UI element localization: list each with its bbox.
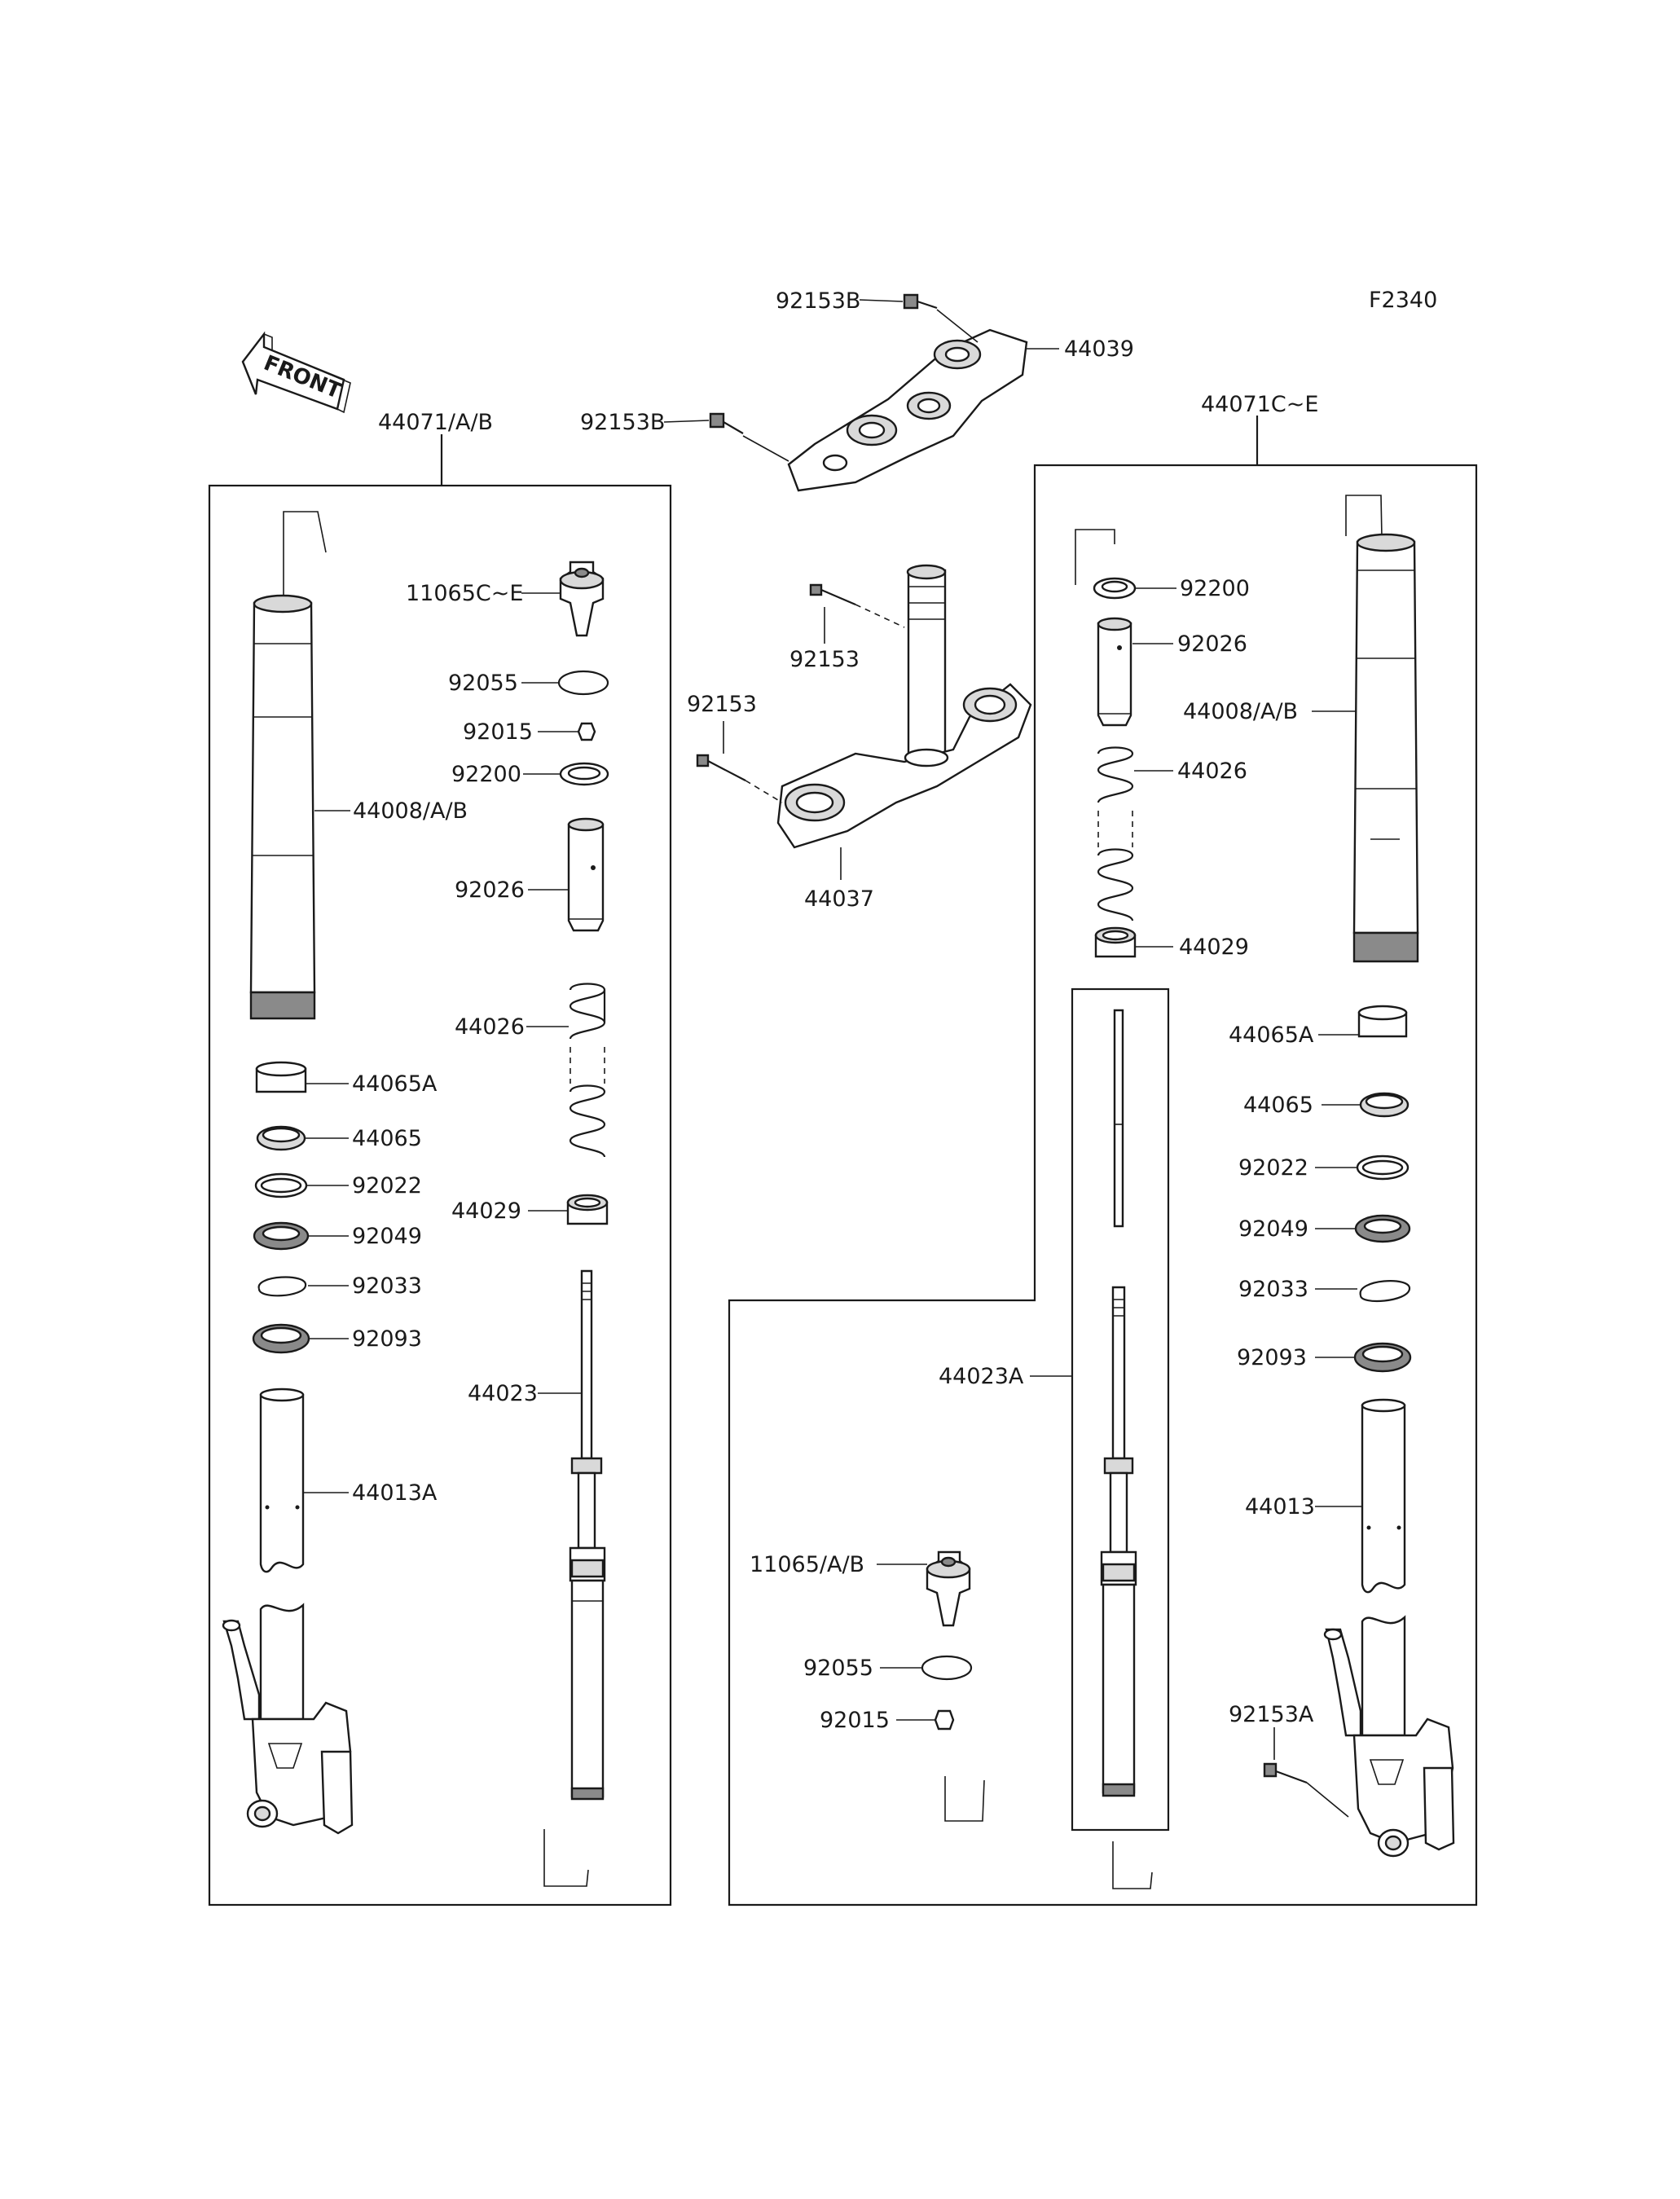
label-92153-left: 92153 (687, 692, 757, 717)
right-axle-bolt-92153a (1263, 1727, 1349, 1818)
label-l-11065: 11065C~E (406, 581, 523, 606)
left-oil-seal-92049 (253, 1221, 349, 1251)
label-r-44013: 44013 (1245, 1494, 1315, 1520)
label-l-44065: 44065 (352, 1126, 422, 1151)
right-cap-bolt-11065 (877, 1550, 971, 1627)
right-oil-seal-92049 (1315, 1214, 1411, 1243)
bolt-92153b-top (903, 293, 938, 310)
right-spring-44026 (1097, 746, 1173, 921)
left-bushing-44065 (256, 1125, 349, 1151)
right-nut-92015 (896, 1709, 985, 1822)
label-l-44065a: 44065A (352, 1071, 438, 1097)
right-spacer-92026 (1097, 617, 1173, 727)
label-r-44026: 44026 (1177, 759, 1247, 784)
bolt-92153b-left (709, 412, 744, 434)
label-r-92055: 92055 (803, 1656, 873, 1681)
left-oring-92055 (521, 670, 609, 696)
label-r-92022: 92022 (1238, 1155, 1308, 1181)
label-r-11065: 11065/A/B (750, 1552, 864, 1577)
label-l-92055: 92055 (448, 671, 518, 696)
left-bottom-case (222, 1603, 354, 1835)
left-fork-assembly-frame: 44071/A/B (208, 410, 672, 1907)
right-inner-tube-44013 (1315, 1398, 1406, 1594)
label-r-44008: 44008/A/B (1183, 699, 1298, 724)
right-washer-92022 (1315, 1154, 1410, 1181)
label-r-92033: 92033 (1238, 1277, 1308, 1302)
right-circlip-92033 (1315, 1280, 1411, 1303)
right-damper-rod-44023a (1030, 987, 1170, 1889)
front-direction-arrow: FRONT (241, 331, 351, 414)
right-washer-92200 (1075, 529, 1176, 600)
left-bushing-44065a (255, 1061, 349, 1093)
label-r-44023a: 44023A (939, 1364, 1024, 1389)
label-l-92022: 92022 (352, 1173, 422, 1198)
label-l-44023: 44023 (468, 1381, 538, 1406)
label-l-44013a: 44013A (352, 1480, 438, 1506)
bolt-92153-left (696, 754, 783, 803)
left-spring-44026 (526, 983, 606, 1158)
left-washer-92022 (254, 1172, 349, 1198)
label-r-92049: 92049 (1238, 1216, 1308, 1242)
label-l-92049: 92049 (352, 1224, 422, 1249)
label-r-92093: 92093 (1237, 1345, 1307, 1370)
right-dust-seal-92093 (1315, 1342, 1412, 1373)
right-outer-tube-44008 (1312, 495, 1419, 963)
left-dust-seal-92093 (252, 1323, 349, 1354)
label-44039: 44039 (1064, 336, 1134, 362)
steering-stem-44037 (776, 564, 1032, 849)
left-nut-92015 (538, 722, 596, 741)
label-r-44065a: 44065A (1229, 1023, 1314, 1048)
label-l-44029: 44029 (451, 1198, 521, 1224)
right-bottom-case (1323, 1615, 1455, 1858)
left-spacer-92026 (528, 817, 605, 932)
label-l-44026: 44026 (455, 1014, 525, 1040)
figure-code: F2340 (1369, 288, 1437, 313)
bolt-92153-upper (809, 583, 905, 628)
right-fork-assembly-label: 44071C~E (1201, 392, 1318, 417)
label-r-92153a: 92153A (1229, 1702, 1314, 1727)
left-spring-guide-44029 (528, 1194, 609, 1225)
right-spring-guide-44029 (1094, 926, 1173, 958)
label-r-44029: 44029 (1179, 935, 1249, 960)
right-fork-assembly-frame: 44071C~E (728, 392, 1478, 1907)
label-r-44065: 44065 (1243, 1093, 1313, 1118)
left-cap-bolt-11065 (521, 561, 605, 637)
top-bracket-44039 (787, 328, 1028, 492)
label-44037: 44037 (804, 886, 874, 912)
right-bushing-44065 (1322, 1092, 1410, 1118)
label-l-92033: 92033 (352, 1273, 422, 1299)
label-r-92200: 92200 (1180, 576, 1250, 601)
left-circlip-92033 (257, 1276, 349, 1297)
label-l-44008: 44008/A/B (353, 798, 468, 824)
left-washer-92200 (523, 762, 609, 786)
label-92153b-left: 92153B (580, 410, 665, 435)
label-l-92026: 92026 (455, 877, 525, 903)
left-outer-tube-44008 (249, 511, 350, 1020)
left-inner-tube-44013a (259, 1388, 349, 1573)
label-l-92093: 92093 (352, 1326, 422, 1352)
label-r-92026: 92026 (1177, 631, 1247, 657)
right-oring-92055 (880, 1655, 973, 1681)
label-r-92015: 92015 (820, 1708, 890, 1733)
label-92153b-top: 92153B (776, 288, 860, 314)
label-l-92015: 92015 (463, 719, 533, 745)
right-bushing-44065a (1318, 1005, 1408, 1038)
label-92153-upper: 92153 (789, 647, 860, 672)
left-damper-rod-44023 (538, 1269, 606, 1887)
left-fork-assembly-label: 44071/A/B (378, 410, 493, 435)
label-l-92200: 92200 (451, 762, 521, 787)
